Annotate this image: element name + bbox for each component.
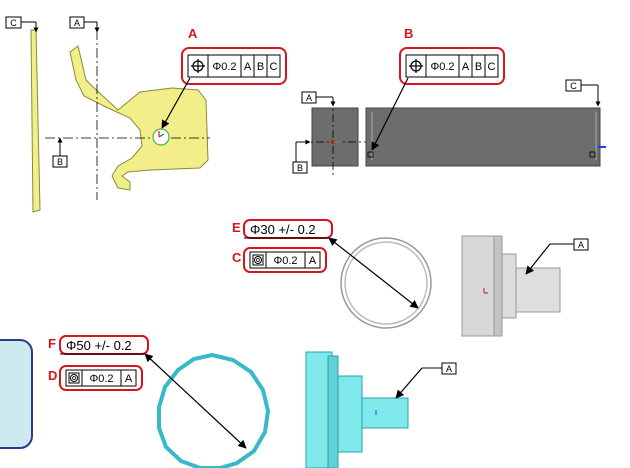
polygon-view-f: F Φ50 +/- 0.2 D Φ0.2 A: [48, 335, 271, 468]
callout-label-b: B: [404, 26, 413, 41]
feature-control-frame-a: Φ0.2 A B C: [181, 47, 287, 85]
callout-label-d: D: [48, 368, 57, 383]
svg-text:B: B: [297, 163, 303, 173]
bracket-hole: [152, 128, 170, 146]
yellow-bracket-view: C A B A: [5, 16, 287, 213]
svg-text:A: A: [244, 61, 252, 73]
dimension-box-f: Φ50 +/- 0.2: [59, 335, 149, 355]
concentricity-icon: [252, 254, 264, 266]
partial-side-panel: [0, 339, 33, 449]
svg-text:A: A: [462, 61, 470, 73]
cyan-polygon-ring: [157, 352, 271, 468]
feature-control-frame-b: Φ0.2 A B C: [399, 47, 505, 85]
grey-bar-view: A B C B: [292, 26, 606, 176]
dimension-box-e: Φ30 +/- 0.2: [243, 219, 333, 239]
svg-text:A: A: [446, 364, 452, 374]
svg-text:Φ0.2: Φ0.2: [89, 373, 113, 385]
ring-view-e: E Φ30 +/- 0.2 C Φ0.2 A: [232, 219, 432, 329]
datum-c-flag-left: C: [5, 16, 39, 33]
callout-label-c: C: [232, 250, 242, 265]
datum-b-flag-left: B: [52, 137, 68, 168]
svg-text:Φ50 +/- 0.2: Φ50 +/- 0.2: [66, 338, 132, 353]
svg-text:C: C: [270, 61, 278, 73]
svg-text:A: A: [74, 18, 80, 28]
datum-a-flag-shaft-cyan: A: [395, 362, 457, 399]
svg-text:B: B: [475, 61, 482, 73]
svg-text:B: B: [57, 157, 63, 167]
cyan-shaft: [361, 397, 409, 429]
svg-text:Φ30 +/- 0.2: Φ30 +/- 0.2: [250, 222, 316, 237]
datum-a-flag-shaft-grey: A: [525, 238, 589, 275]
feature-control-frame-c: Φ0.2 A: [243, 247, 327, 273]
datum-a-flag-left: A: [69, 16, 100, 33]
grey-end-view: [311, 107, 359, 167]
svg-text:Φ0.2: Φ0.2: [212, 61, 236, 73]
yellow-bracket-part: [69, 45, 209, 191]
svg-text:A: A: [125, 373, 133, 385]
feature-control-frame-d: Φ0.2 A: [59, 365, 143, 391]
svg-text:B: B: [257, 61, 264, 73]
yellow-part-side-profile: [30, 29, 41, 213]
datum-b-flag-right: B: [292, 139, 311, 174]
concentricity-icon: [68, 372, 80, 384]
svg-text:A: A: [309, 255, 317, 267]
svg-text:A: A: [306, 93, 312, 103]
svg-text:A: A: [578, 240, 584, 250]
svg-text:Φ0.2: Φ0.2: [430, 61, 454, 73]
svg-text:C: C: [488, 61, 496, 73]
datum-a-flag-right: A: [301, 91, 336, 107]
grey-shaft-view: A: [461, 235, 589, 337]
cyan-shaft-view: A: [305, 351, 457, 468]
datum-c-flag-right: C: [565, 79, 601, 107]
grey-shaft: [515, 267, 561, 313]
position-crosshair-icon: [409, 59, 423, 73]
svg-text:Φ0.2: Φ0.2: [273, 255, 297, 267]
svg-text:C: C: [10, 18, 17, 28]
position-crosshair-icon: [191, 59, 205, 73]
grey-long-bar: [365, 107, 601, 167]
callout-label-f: F: [48, 336, 56, 351]
callout-label-e: E: [232, 220, 241, 235]
callout-label-a: A: [188, 26, 198, 41]
svg-text:C: C: [570, 81, 577, 91]
